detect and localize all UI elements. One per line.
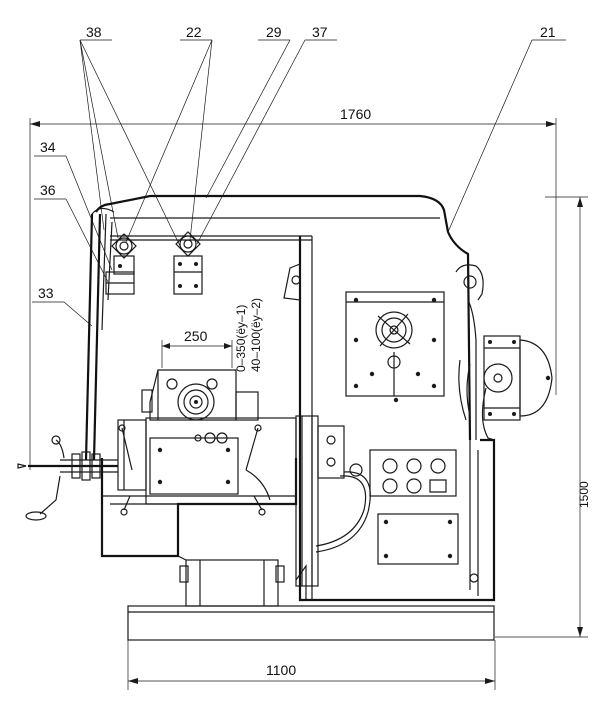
callout-36: 36 (40, 182, 56, 198)
knee-saddle (100, 417, 298, 558)
dimension-travel: 250 (161, 328, 233, 368)
dimension-overall-length: 1760 (29, 106, 557, 470)
callout-34: 34 (40, 139, 56, 155)
callout-38: 38 (86, 24, 102, 40)
tension-pulleys (111, 231, 203, 295)
speed-range-labels: 0–350(ёу–1) 40–100(ёу–2) (234, 298, 263, 372)
motor (466, 335, 553, 441)
dimension-250: 250 (184, 328, 208, 344)
callout-29: 29 (266, 24, 282, 40)
callout-37: 37 (312, 24, 328, 40)
callout-33: 33 (38, 285, 54, 301)
machine-base (127, 559, 495, 641)
machine-column (95, 194, 496, 602)
speed-range-1: 0–350(ёу–1) (234, 305, 248, 372)
speed-range-2: 40–100(ёу–2) (249, 298, 263, 372)
callout-labels: 38 22 29 37 21 34 36 33 (32, 24, 566, 303)
feed-gearbox (141, 369, 259, 444)
spindle-bracket (283, 263, 301, 301)
dimension-1100: 1100 (266, 662, 296, 678)
callout-21: 21 (540, 24, 556, 40)
side-levers (118, 424, 271, 516)
vertical-slideway (295, 415, 371, 587)
handwheel-crank (17, 435, 118, 521)
dimension-1500: 1500 (577, 481, 591, 508)
dimension-height: 1500 (495, 196, 591, 638)
belt-drive (84, 207, 135, 461)
dimension-base-length: 1100 (127, 640, 496, 690)
dimension-1760: 1760 (340, 106, 371, 122)
front-panel (345, 291, 445, 403)
knee-leg (101, 504, 187, 561)
callout-22: 22 (186, 24, 202, 40)
column-lower-panels (369, 449, 479, 596)
